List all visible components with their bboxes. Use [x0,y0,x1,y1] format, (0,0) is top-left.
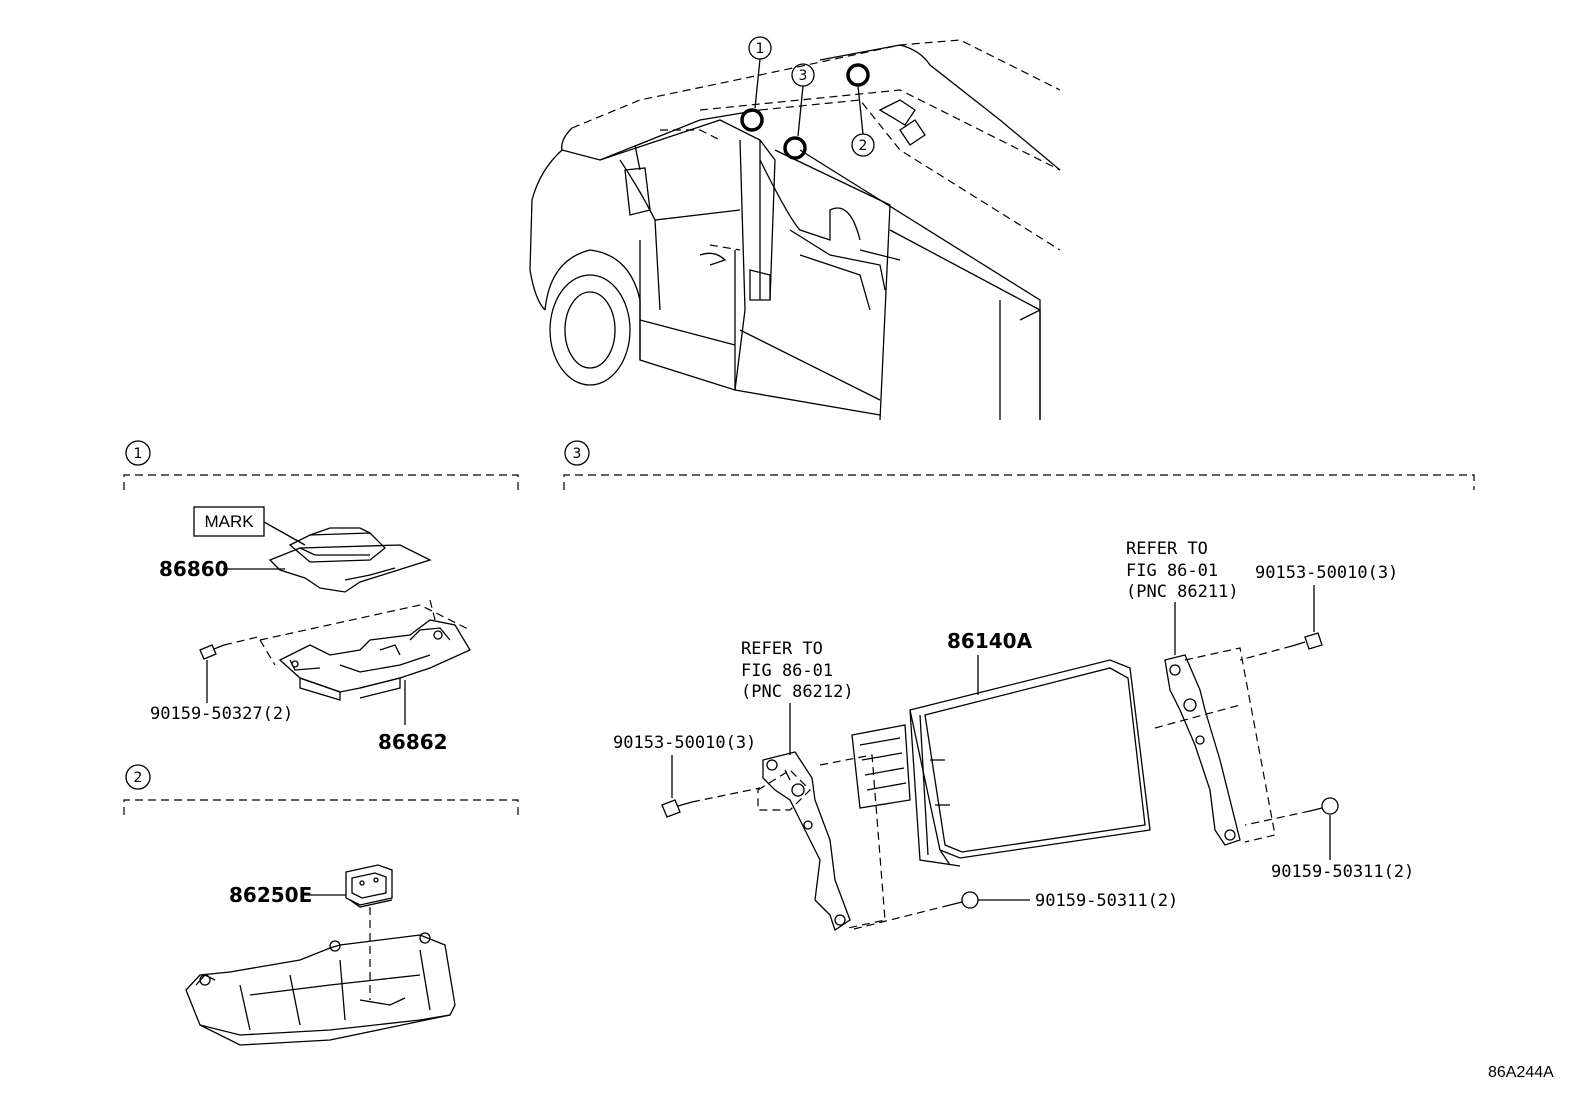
callout-90153-50010-left: 90153-50010(3) [613,733,756,753]
refer-left-line-2: FIG 86-01 [741,661,833,681]
part-86860-drawing [268,527,432,593]
location-marker-1 [740,108,764,132]
part-86250E-drawing [345,864,393,908]
section-3: 3 86140A [563,440,1475,932]
locator-number-3: 3 [799,68,808,84]
section-2: 2 86250E [123,764,519,1046]
section-number-3: 3 [573,446,582,462]
callout-90159-50311-right: 90159-50311(2) [1271,862,1414,882]
part-86862-drawing [278,619,471,701]
section-1: 1 MARK 86860 [123,440,519,754]
section-1-bracket [123,474,519,490]
refer-right-line-2: FIG 86-01 [1126,561,1218,581]
callout-86860: 86860 [159,557,229,581]
section-number-2: 2 [134,770,143,786]
callout-90153-50010-right: 90153-50010(3) [1255,563,1398,583]
refer-right-line-1: REFER TO [1126,539,1208,559]
left-bracket-drawing [757,751,851,932]
callout-86862: 86862 [378,730,448,754]
mark-box [193,506,265,537]
section-2-bracket [123,799,519,815]
figure-code: 86A244A [1488,1064,1554,1081]
section-number-1: 1 [134,446,143,462]
callout-86250E: 86250E [229,883,312,907]
overhead-console-drawing [185,932,456,1046]
locator-number-1: 1 [756,41,765,57]
location-marker-3 [783,136,807,160]
bolt-90159-50327 [199,635,263,660]
locator-number-2: 2 [859,138,868,154]
bolt-90153-50010-left [661,787,761,818]
bolt-90159-50311-right [1244,797,1339,826]
refer-left-line-3: (PNC 86212) [741,682,854,702]
callout-90159-50311-bottom: 90159-50311(2) [1035,891,1178,911]
location-marker-2 [846,63,870,87]
bolt-90153-50010-right [1239,632,1323,661]
right-bracket-drawing [1164,654,1241,846]
refer-left-line-1: REFER TO [741,639,823,659]
locator-markers: 1 3 2 [740,36,875,160]
callout-90159-50327: 90159-50327(2) [150,704,293,724]
vehicle-cutaway [529,39,1061,421]
refer-right-line-3: (PNC 86211) [1126,582,1239,602]
section-3-bracket [563,474,1475,490]
callout-86140A: 86140A [947,629,1033,653]
mark-label: MARK [204,512,254,531]
bolt-90159-50311-bottom [849,891,979,931]
part-86140A-drawing [851,659,1151,867]
